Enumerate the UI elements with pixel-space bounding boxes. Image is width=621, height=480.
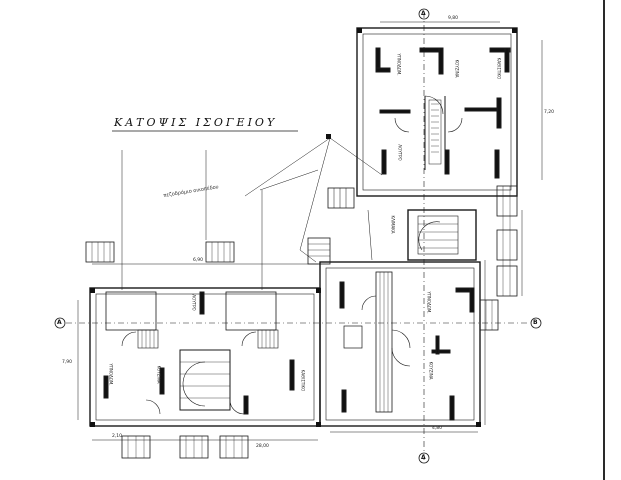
section-marker-top: [418, 8, 430, 20]
dim-right-side: 7,20: [544, 110, 555, 115]
columns: [90, 28, 517, 427]
right-balconies: [496, 185, 523, 297]
sheet-border: [603, 0, 605, 480]
leader-lines: [121, 137, 383, 290]
section-marker-a: [54, 317, 66, 329]
dim-bottom-left: 2,10: [112, 434, 123, 439]
section-marker-bottom: [418, 452, 430, 464]
right-upper-wing: [356, 21, 543, 197]
blank-area: [0, 0, 322, 98]
dim-left-side: 7,90: [62, 360, 73, 365]
left-bottom-balconies: [121, 435, 249, 459]
section-marker-b: [530, 317, 542, 329]
room-label: ΛΟΥΤΡΟ: [397, 144, 403, 161]
section-label-top: Δ: [421, 10, 426, 17]
upper-exterior-stair: [327, 187, 355, 209]
room-label: ΚΟΥΖΙΝΑ: [428, 361, 434, 380]
room-label: ΚΛΙΜΑΚΑ: [390, 215, 396, 234]
room-label: ΥΠΝΟΔΩΜ.: [396, 53, 402, 76]
room-label: ΚΟΥΖΙΝΑ: [156, 365, 162, 384]
dim-bottom-total: 28,00: [256, 444, 269, 449]
connector-stair: [307, 237, 331, 265]
room-label: ΥΠΝΟΔΩΜ.: [108, 363, 114, 386]
dim-bottom-right: 4,80: [432, 426, 443, 431]
plan-title: ΚΑΤΟΨΙΣ ΙΣΟΓΕΙΟΥ: [114, 116, 278, 129]
left-wing: [77, 263, 321, 441]
section-label-a: A: [57, 319, 62, 326]
room-label: ΚΟΥΖΙΝΑ: [454, 59, 460, 78]
right-lower-wing: [319, 260, 499, 433]
central-stair-core: [407, 209, 477, 261]
room-label: ΚΑΘΙΣΤΙΚΟ: [300, 369, 306, 392]
left-top-balconies: [85, 241, 235, 263]
dim-top-right: 9,80: [448, 16, 459, 21]
room-label: ΛΟΥΤΡΟ: [191, 294, 197, 311]
section-label-b: B: [533, 319, 538, 326]
dim-mid-left: 6,90: [193, 258, 204, 263]
section-label-bottom: Δ: [421, 454, 426, 461]
room-label: ΚΑΘΙΣΤΙΚΟ: [496, 57, 502, 80]
room-label: ΥΠΝΟΔΩΜ.: [426, 291, 432, 314]
